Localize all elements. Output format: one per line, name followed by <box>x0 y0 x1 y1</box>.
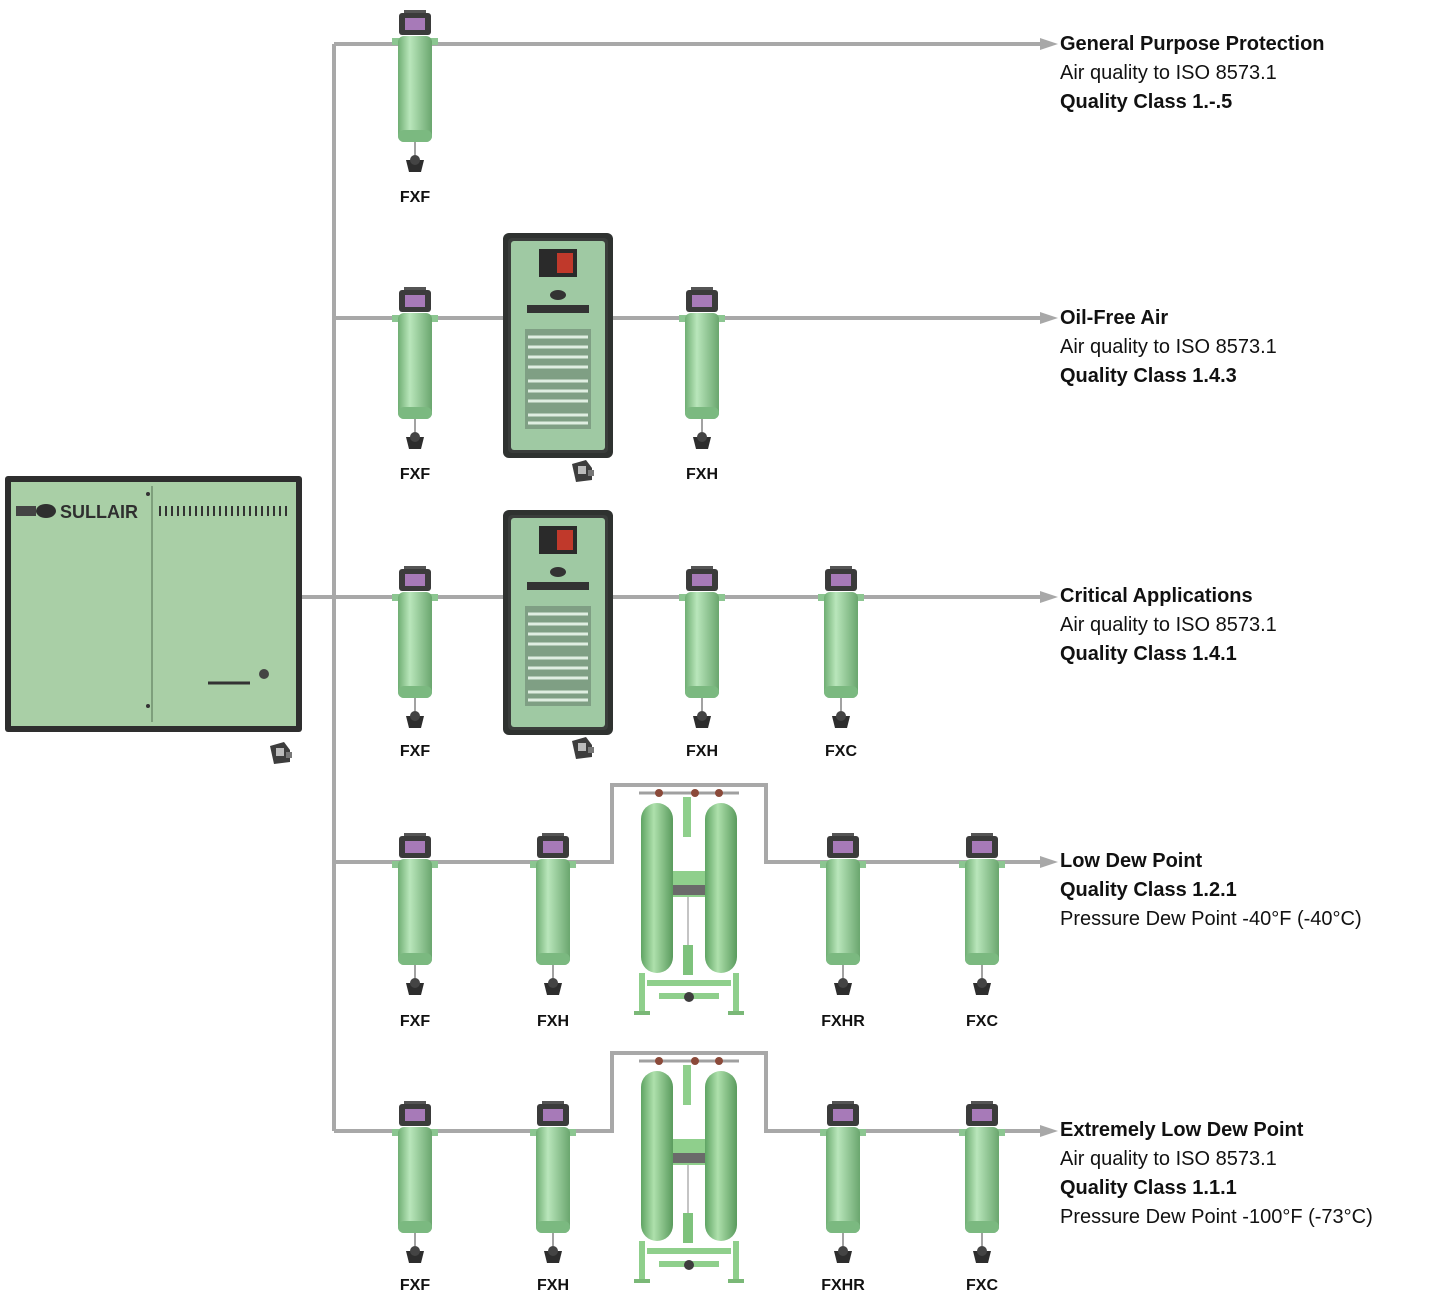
refrigerated-dryer <box>503 233 613 458</box>
filter-label: FXHR <box>821 1013 865 1030</box>
row-title: Extremely Low Dew Point <box>1060 1119 1304 1141</box>
arrow-icon <box>1040 38 1058 50</box>
filter-label: FXH <box>537 1013 569 1030</box>
filter-label: FXF <box>399 1013 431 1030</box>
filter-label: FXH <box>686 466 718 483</box>
filter-fxf <box>391 287 439 450</box>
filters <box>391 10 1006 1264</box>
row-line: Quality Class 1.2.1 <box>1060 879 1237 901</box>
filter-fxf <box>391 566 439 729</box>
filter-fxh <box>678 287 726 450</box>
compressor-brand: SULLAIR <box>60 502 138 522</box>
filter-label: FXC <box>966 1013 998 1030</box>
vent-grille <box>159 506 287 516</box>
filter-label: FXF <box>399 189 431 206</box>
row-line: Quality Class 1.4.1 <box>1060 643 1237 665</box>
filter-label: FXC <box>966 1277 998 1294</box>
filter-fxf <box>391 1101 439 1264</box>
desiccant-dryer <box>632 787 746 1017</box>
filter-fxf <box>391 833 439 996</box>
filter-label: FXH <box>686 743 718 760</box>
filter-fxhr <box>819 833 867 996</box>
row-title: General Purpose Protection <box>1060 33 1325 55</box>
row-title: Oil-Free Air <box>1060 307 1169 329</box>
row-line: Air quality to ISO 8573.1 <box>1060 62 1277 84</box>
filter-label: FXF <box>399 466 431 483</box>
row-line: Air quality to ISO 8573.1 <box>1060 614 1277 636</box>
arrow-icon <box>1040 856 1058 868</box>
filter-fxh <box>529 1101 577 1264</box>
row-line: Air quality to ISO 8573.1 <box>1060 1148 1277 1170</box>
filter-label: FXF <box>399 1277 431 1294</box>
sullair-logo-icon <box>36 504 56 518</box>
filter-label: FXHR <box>821 1277 865 1294</box>
row-title: Low Dew Point <box>1060 850 1203 872</box>
arrow-icon <box>1040 1125 1058 1137</box>
filter-fxh <box>678 566 726 729</box>
row-description: Low Dew Point Quality Class 1.2.1 Pressu… <box>1060 847 1362 934</box>
compressor: SULLAIR <box>5 476 302 732</box>
arrow-icon <box>1040 591 1058 603</box>
dryer-drain-icon <box>572 737 594 759</box>
flow-arrows <box>1040 38 1058 1137</box>
filter-label: FXH <box>537 1277 569 1294</box>
filter-fxf <box>391 10 439 173</box>
row-line: Pressure Dew Point -100°F (-73°C) <box>1060 1206 1373 1228</box>
gauge-icon <box>259 669 269 679</box>
filter-fxc <box>958 1101 1006 1264</box>
row-line: Pressure Dew Point -40°F (-40°C) <box>1060 908 1362 930</box>
filter-label: FXC <box>825 743 857 760</box>
row-description: Oil-Free Air Air quality to ISO 8573.1 Q… <box>1060 304 1277 391</box>
row-description: Extremely Low Dew Point Air quality to I… <box>1060 1116 1373 1232</box>
row-line: Air quality to ISO 8573.1 <box>1060 336 1277 358</box>
arrow-icon <box>1040 312 1058 324</box>
vent-grille <box>16 506 36 516</box>
desiccant-dryer <box>632 1055 746 1285</box>
row-line: Quality Class 1.1.1 <box>1060 1177 1237 1199</box>
row-title: Critical Applications <box>1060 585 1253 607</box>
row-description: Critical Applications Air quality to ISO… <box>1060 582 1277 669</box>
row-line: Quality Class 1.4.3 <box>1060 365 1237 387</box>
refrigerated-dryer <box>503 510 613 735</box>
dryer-drain-icon <box>572 460 594 482</box>
row-line: Quality Class 1.-.5 <box>1060 91 1233 113</box>
filter-fxh <box>529 833 577 996</box>
row-description: General Purpose Protection Air quality t… <box>1060 30 1325 117</box>
filter-label: FXF <box>399 743 431 760</box>
filter-fxc <box>958 833 1006 996</box>
filter-fxhr <box>819 1101 867 1264</box>
filter-fxc <box>817 566 865 729</box>
compressor-drain-icon <box>270 742 292 764</box>
